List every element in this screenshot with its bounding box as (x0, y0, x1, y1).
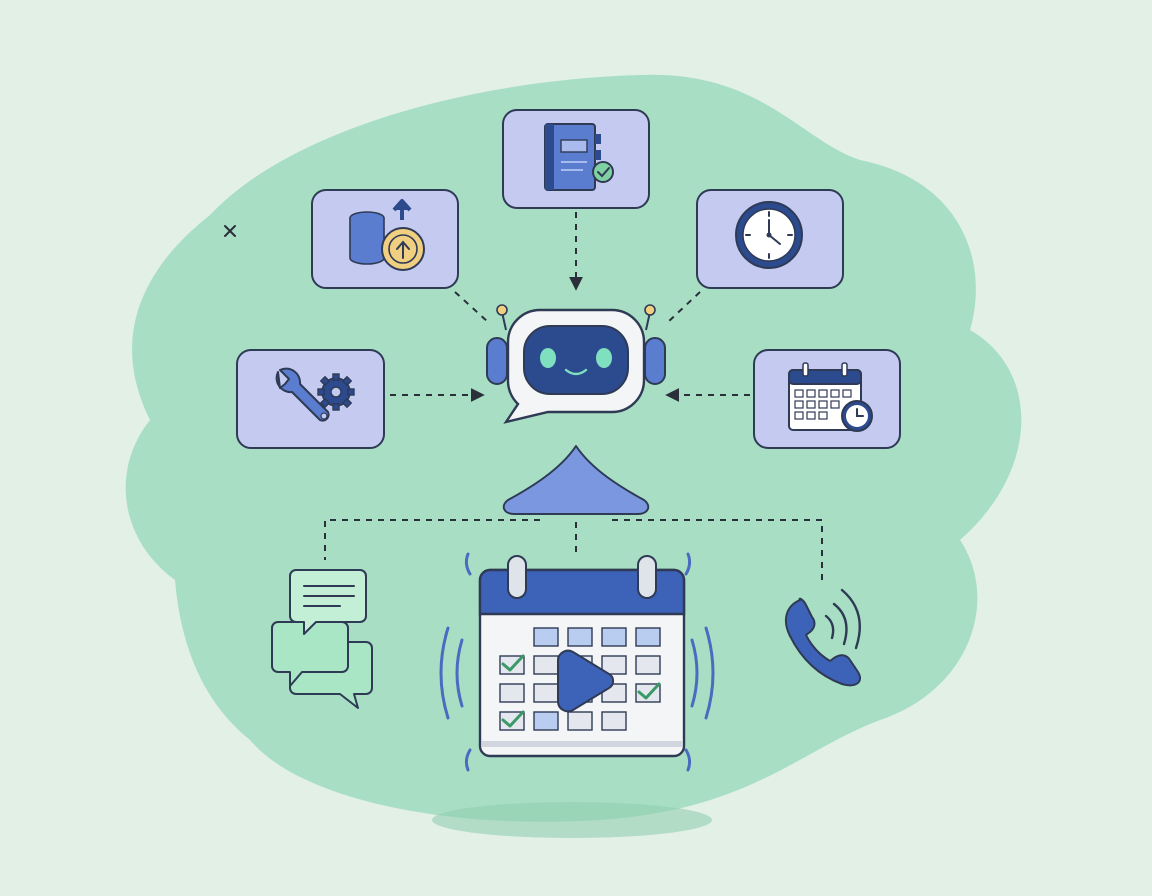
chat-bubbles-icon[interactable] (271, 569, 373, 709)
database-coin-upload-icon (349, 199, 425, 271)
triangle-splitter-icon (502, 445, 650, 515)
check-icon (501, 654, 661, 728)
book-check-icon (544, 123, 614, 191)
connector-database-upgrade (454, 291, 489, 323)
connector-phone (612, 519, 823, 580)
time-card[interactable] (696, 189, 844, 289)
floor-shadow (432, 802, 712, 838)
clock-icon (735, 201, 803, 269)
connector-chat (324, 519, 540, 560)
calendar-play-icon[interactable] (439, 552, 715, 772)
schedule-card[interactable] (753, 349, 901, 449)
calendar-grid (499, 627, 661, 731)
database-upgrade-card[interactable] (311, 189, 459, 289)
play-icon (557, 649, 615, 713)
wrench-gear-icon (275, 367, 355, 422)
input-connectors (390, 212, 750, 402)
output-connectors (324, 519, 823, 580)
tools-card[interactable] (236, 349, 385, 449)
phone-call-icon[interactable] (784, 588, 861, 687)
knowledge-base-card[interactable] (502, 109, 650, 209)
calendar-clock-icon (788, 362, 873, 432)
chatbot-robot-icon (486, 304, 666, 424)
close-x-icon (224, 225, 236, 237)
connector-time (667, 291, 701, 323)
